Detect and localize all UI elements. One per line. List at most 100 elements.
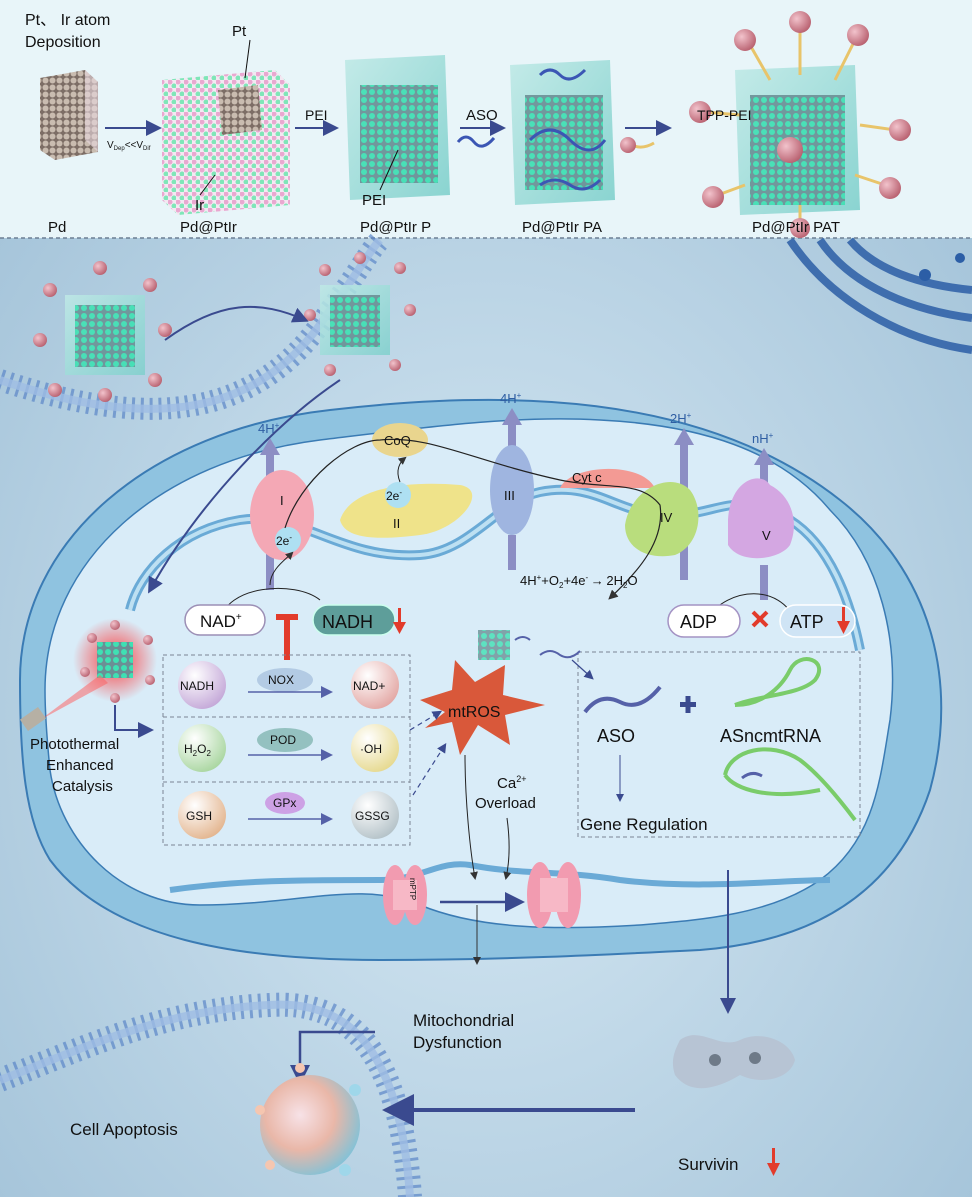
complex-V [728,478,794,559]
complex-IV [625,482,699,557]
complex-iv-label: IV [660,510,673,525]
cytc-label: Cyt c [572,470,602,485]
nadh-decrease-icon [393,608,406,634]
arrow-deposition-label: VDep<<VDif [107,140,151,152]
pdptir-p-cube [345,55,450,200]
cell-apoptosis-label: Cell Apoptosis [70,1120,178,1139]
mptp-label: mPTP [408,878,417,900]
complex-v-label: V [762,528,771,543]
nadh-pill [312,604,396,636]
overload-label: Overload [475,795,536,812]
atp-label: ATP [790,612,824,632]
deposition-caption-line2: Deposition [25,34,101,51]
mtros-star [420,660,545,755]
proton-label-i: 4H+ [258,421,280,436]
product-hydroxyl: ·OH [360,742,382,756]
mito-dysfunction-line1: Mitochondrial [413,1011,514,1030]
pei-pointer [379,149,399,191]
oxygen-reduction-reaction: 4H++O2+4e- → 2H2O [520,573,638,590]
inhibition-icon [284,620,290,660]
arrow-pei-label: PEI [305,107,328,123]
step-label-pdptir-pa: Pd@PtIr PA [522,219,602,236]
electron-i-arrow [269,551,294,586]
nad-plus-pill [184,604,266,636]
nanoparticle-extracellular [33,261,172,402]
gene-regulation-label: Gene Regulation [580,815,708,834]
complex-III [490,445,534,535]
pdptir-pa-cube [510,60,615,205]
ir-pointer [199,174,216,196]
nanoparticle-internalized [304,252,416,376]
enzyme-gpx: GPx [273,796,296,810]
ros-arrow-1 [412,742,447,796]
apoptotic-cell [255,1063,361,1176]
transport-arrow [148,379,341,594]
electron-i-label: 2e- [276,533,292,548]
product-gssg: GSSG [355,809,390,823]
asncmtrna-label: ASncmtRNA [720,726,821,746]
electron-transfer-path [284,438,662,600]
catalysis-title-line1: Photothermal [30,736,119,753]
adp-pill [667,604,741,638]
endoplasmic-reticulum [786,237,972,354]
ca-to-mptp [503,817,512,880]
pd-cube [40,70,98,160]
aso-icon [583,685,662,714]
aso-release-arrow [571,659,594,680]
electron-ii-label: 2e- [386,488,402,503]
survivin-protein [672,1035,795,1089]
complex-iii-label: III [504,488,515,503]
mptp-channel-left [383,865,427,925]
aso-strand-icon [456,135,496,148]
pt-pointer [244,39,251,79]
cristae-bottom [169,861,831,893]
mtros-label: mtROS [448,704,500,721]
step-label-pdptir-p: Pd@PtIr P [360,219,431,236]
catalysis-title-line2: Enhanced [46,757,114,774]
ir-label: Ir [195,197,204,214]
complex-ii-label: II [393,516,400,531]
nad-plus-label: NAD+ [200,612,242,631]
deposition-caption-line1: Pt、 Ir atom [25,12,110,29]
product-nad-plus: NAD+ [353,679,385,693]
catalysis-title-line3: Catalysis [52,778,113,795]
photothermal-nanoparticle [19,618,157,732]
complex-i-label: I [280,493,284,508]
pt-label: Pt [232,23,247,40]
cell-membrane-bottom [0,992,422,1197]
enzyme-pod: POD [270,733,296,747]
mito-dysfunction-line2: Dysfunction [413,1033,502,1052]
survivin-label: Survivin [678,1155,738,1174]
laser-icon [19,706,47,732]
enzyme-nox: NOX [268,673,294,687]
mptp-channel-right [527,862,581,928]
atp-pill [779,604,856,638]
ca-label: Ca2+ [497,774,526,792]
blocked-icon [751,610,769,628]
tpp-pei-ligand-icon [620,137,655,153]
ros-to-mptp [464,754,478,880]
substrate-nadh: NADH [180,679,214,693]
pdptir-cube [162,70,290,215]
substrate-h2o2: H2O2 [184,742,211,758]
ros-arrow-2 [409,710,443,731]
gene-box [577,651,861,838]
proton-label-iii: 4H+ [500,391,522,406]
proton-label-v: nH+ [752,431,774,446]
coq-label: CoQ [384,433,411,448]
electron-I [275,527,301,553]
uptake-arrow [164,305,309,341]
step-label-pdptir-pat: Pd@PtIr PAT [752,219,840,236]
pdptir-pat-cube [689,11,911,238]
catalysis-box [162,654,411,846]
step-label-pd: Pd [48,219,66,236]
arrow-tpp-pei-label: TPP-PEI [697,107,751,123]
substrate-gsh: GSH [186,809,212,823]
proton-label-iv: 2H+ [670,411,692,426]
nanoparticle-releasing-aso [478,630,581,660]
nadh-label: NADH [322,612,373,632]
atp-decrease-icon [837,607,850,634]
step-label-pdptir: Pd@PtIr [180,219,237,236]
